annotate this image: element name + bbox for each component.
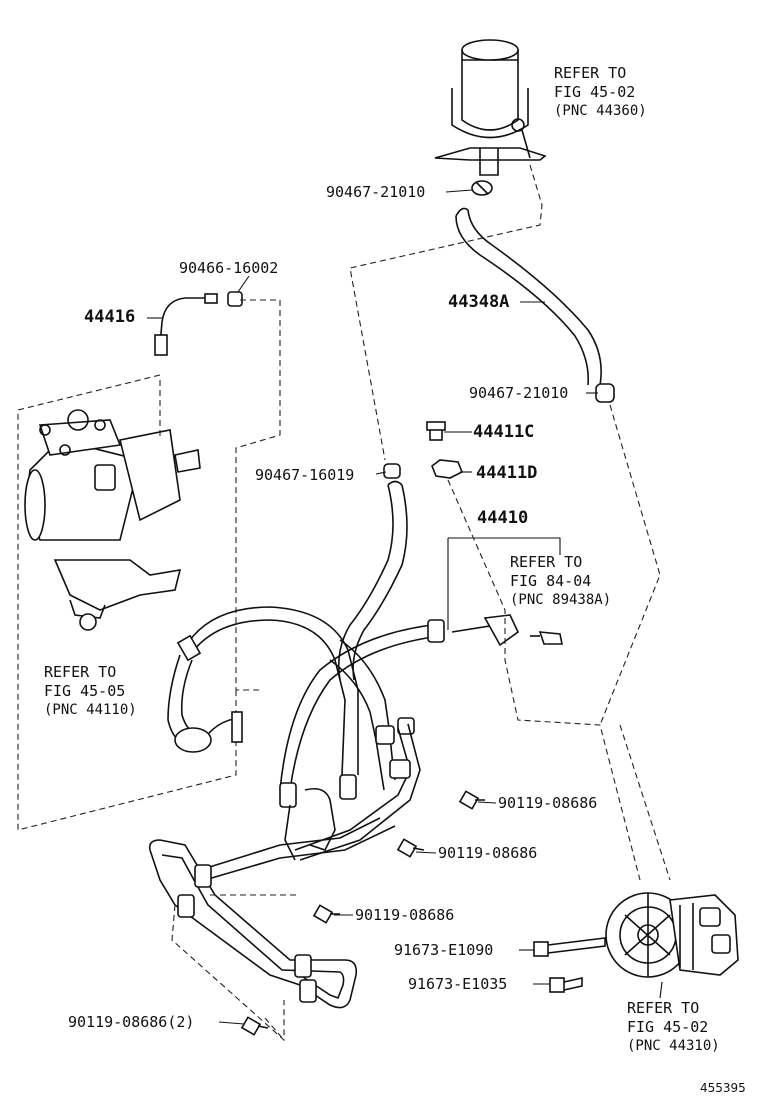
label-clamp-top: 90467-21010 xyxy=(326,183,426,201)
reference-pnc: (PNC 44310) xyxy=(627,1038,720,1054)
gasket-drawing xyxy=(431,459,464,479)
label-clamp-left: 90467-16019 xyxy=(255,466,355,484)
label-union-bolt: 44411C xyxy=(473,422,535,442)
reference-pnc: (PNC 89438A) xyxy=(510,592,612,608)
reservoir-tank-drawing xyxy=(434,39,547,176)
reference-line: REFER TO xyxy=(44,663,117,681)
reference-line: FIG 45-05 xyxy=(44,682,126,700)
reference-line: FIG 45-02 xyxy=(627,1018,709,1036)
label-hose-return: 44348A xyxy=(448,292,510,312)
label-bolt-3: 90119-08686 xyxy=(355,906,455,924)
reference-line: FIG 84-04 xyxy=(510,572,592,590)
cooler-tube-drawing xyxy=(148,817,396,1009)
pump-bolt-drawings xyxy=(533,937,606,993)
label-bolt-1: 90119-08686 xyxy=(498,794,598,812)
label-clamp-mid: 90467-21010 xyxy=(469,384,569,402)
reference-note-sensor: REFER TO FIG 84-04 (PNC 89438A) xyxy=(510,553,611,610)
steering-gear-drawing xyxy=(24,409,201,631)
dashed-guide-sensor xyxy=(447,479,671,881)
figure-number: 455395 xyxy=(700,1081,746,1095)
label-pressure-hose: 44410 xyxy=(477,508,529,528)
suction-hose-drawing xyxy=(337,463,408,681)
leader-lines xyxy=(147,189,663,1025)
dashed-guide-cooler xyxy=(171,894,300,1042)
label-tube-gear: 44416 xyxy=(84,307,136,327)
bolt-drawings xyxy=(240,790,485,1036)
pressure-hose-drawing xyxy=(167,606,563,861)
reference-note-gear: REFER TO FIG 45-05 (PNC 44110) xyxy=(44,663,137,720)
tube-44416-drawing xyxy=(154,291,243,356)
pressure-hose-bracket xyxy=(447,537,561,630)
dashed-guide-gear xyxy=(17,299,281,831)
dashed-guide-return xyxy=(599,404,661,726)
reference-note-pump: REFER TO FIG 45-02 (PNC 44310) xyxy=(627,999,720,1056)
reference-line: REFER TO xyxy=(554,64,627,82)
label-bolt-2: 90119-08686 xyxy=(438,844,538,862)
label-pump-bolt-short: 91673-E1035 xyxy=(408,975,508,993)
pump-drawing xyxy=(605,892,739,978)
clamp-drawing-top xyxy=(471,180,493,196)
reference-pnc: (PNC 44360) xyxy=(554,103,647,119)
reference-line: FIG 45-02 xyxy=(554,83,636,101)
reference-line: REFER TO xyxy=(510,553,583,571)
reference-pnc: (PNC 44110) xyxy=(44,702,137,718)
return-hose-drawing xyxy=(455,207,602,386)
label-pump-bolt-long: 91673-E1090 xyxy=(394,941,494,959)
clamp-drawing-mid xyxy=(595,383,615,403)
label-gasket: 44411D xyxy=(476,463,538,483)
dashed-guide-reservoir xyxy=(349,164,543,461)
label-clip-upper: 90466-16002 xyxy=(179,259,279,277)
union-bolt-drawing xyxy=(426,421,446,441)
reference-note-reservoir: REFER TO FIG 45-02 (PNC 44360) xyxy=(554,64,647,121)
reference-line: REFER TO xyxy=(627,999,700,1017)
label-bolt-4: 90119-08686(2) xyxy=(68,1013,195,1031)
